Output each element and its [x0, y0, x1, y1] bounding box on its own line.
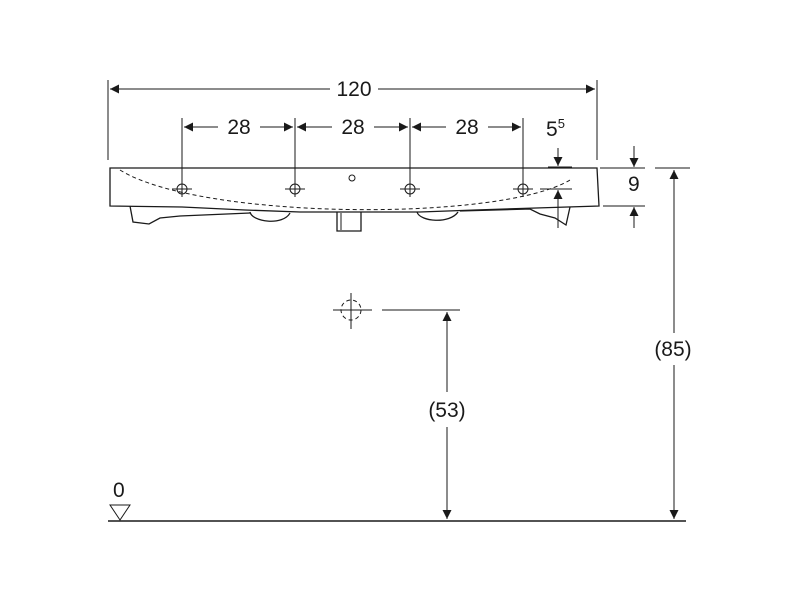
overflow-hole-icon [348, 174, 356, 182]
waste-height-dimension [382, 309, 460, 519]
tap-spacing-dimensions [181, 118, 524, 182]
tap-hole-1-icon [172, 181, 192, 197]
rim-offset-label: 55 [546, 116, 565, 141]
floor-line [108, 504, 686, 522]
overall-width-label: 120 [336, 78, 371, 101]
thickness-dimension [600, 146, 645, 228]
waste-outlet-symbol [333, 293, 372, 329]
tap-hole-4-icon [513, 181, 533, 197]
rim-offset-dimension [540, 148, 572, 228]
waste-height-label: (53) [428, 399, 465, 422]
rim-height-label: (85) [654, 338, 691, 361]
tap-hole-3-icon [400, 181, 420, 197]
rim-height-dimension [655, 167, 690, 519]
tap-spacing-label-2: 28 [341, 116, 364, 139]
overall-width-dimension [107, 80, 598, 160]
tap-hole-2-icon [285, 181, 305, 197]
tap-spacing-label-3: 28 [455, 116, 478, 139]
washbasin-outline [109, 167, 600, 232]
tap-spacing-label-1: 28 [227, 116, 250, 139]
thickness-label: 9 [628, 173, 640, 196]
floor-level-label: 0 [113, 479, 125, 502]
